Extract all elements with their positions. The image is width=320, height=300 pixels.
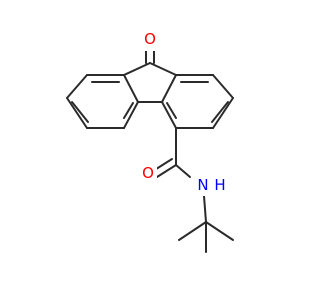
bond-inner bbox=[71, 101, 89, 123]
bond-inner bbox=[123, 102, 134, 119]
bond bbox=[212, 97, 234, 129]
bond-inner bbox=[211, 101, 229, 123]
molecule-structure: O O N H bbox=[66, 30, 234, 253]
carbonyl-oxygen-label: O bbox=[141, 30, 159, 51]
bond bbox=[161, 74, 177, 103]
bond bbox=[161, 101, 177, 129]
bond bbox=[175, 164, 191, 178]
amide-hydrogen-label: H bbox=[211, 176, 229, 196]
bond bbox=[123, 101, 139, 129]
amide-oxygen-label: O bbox=[139, 164, 157, 185]
atom-text: O bbox=[144, 30, 156, 48]
bond bbox=[212, 74, 234, 99]
bond bbox=[66, 74, 88, 99]
bond bbox=[205, 221, 234, 241]
bond bbox=[66, 97, 88, 129]
atom-text: N bbox=[197, 176, 208, 194]
bond bbox=[203, 195, 207, 223]
bond-layer bbox=[66, 45, 234, 253]
bond bbox=[123, 74, 139, 103]
bond bbox=[178, 221, 207, 241]
bond bbox=[156, 164, 177, 178]
atom-label-layer: O O N H bbox=[139, 30, 229, 196]
amide-nitrogen-label: N bbox=[194, 176, 212, 196]
bond-inner bbox=[166, 102, 177, 119]
atom-text: O bbox=[142, 164, 154, 182]
bond bbox=[149, 62, 177, 76]
atom-text: H bbox=[214, 176, 225, 194]
bond bbox=[123, 62, 151, 76]
